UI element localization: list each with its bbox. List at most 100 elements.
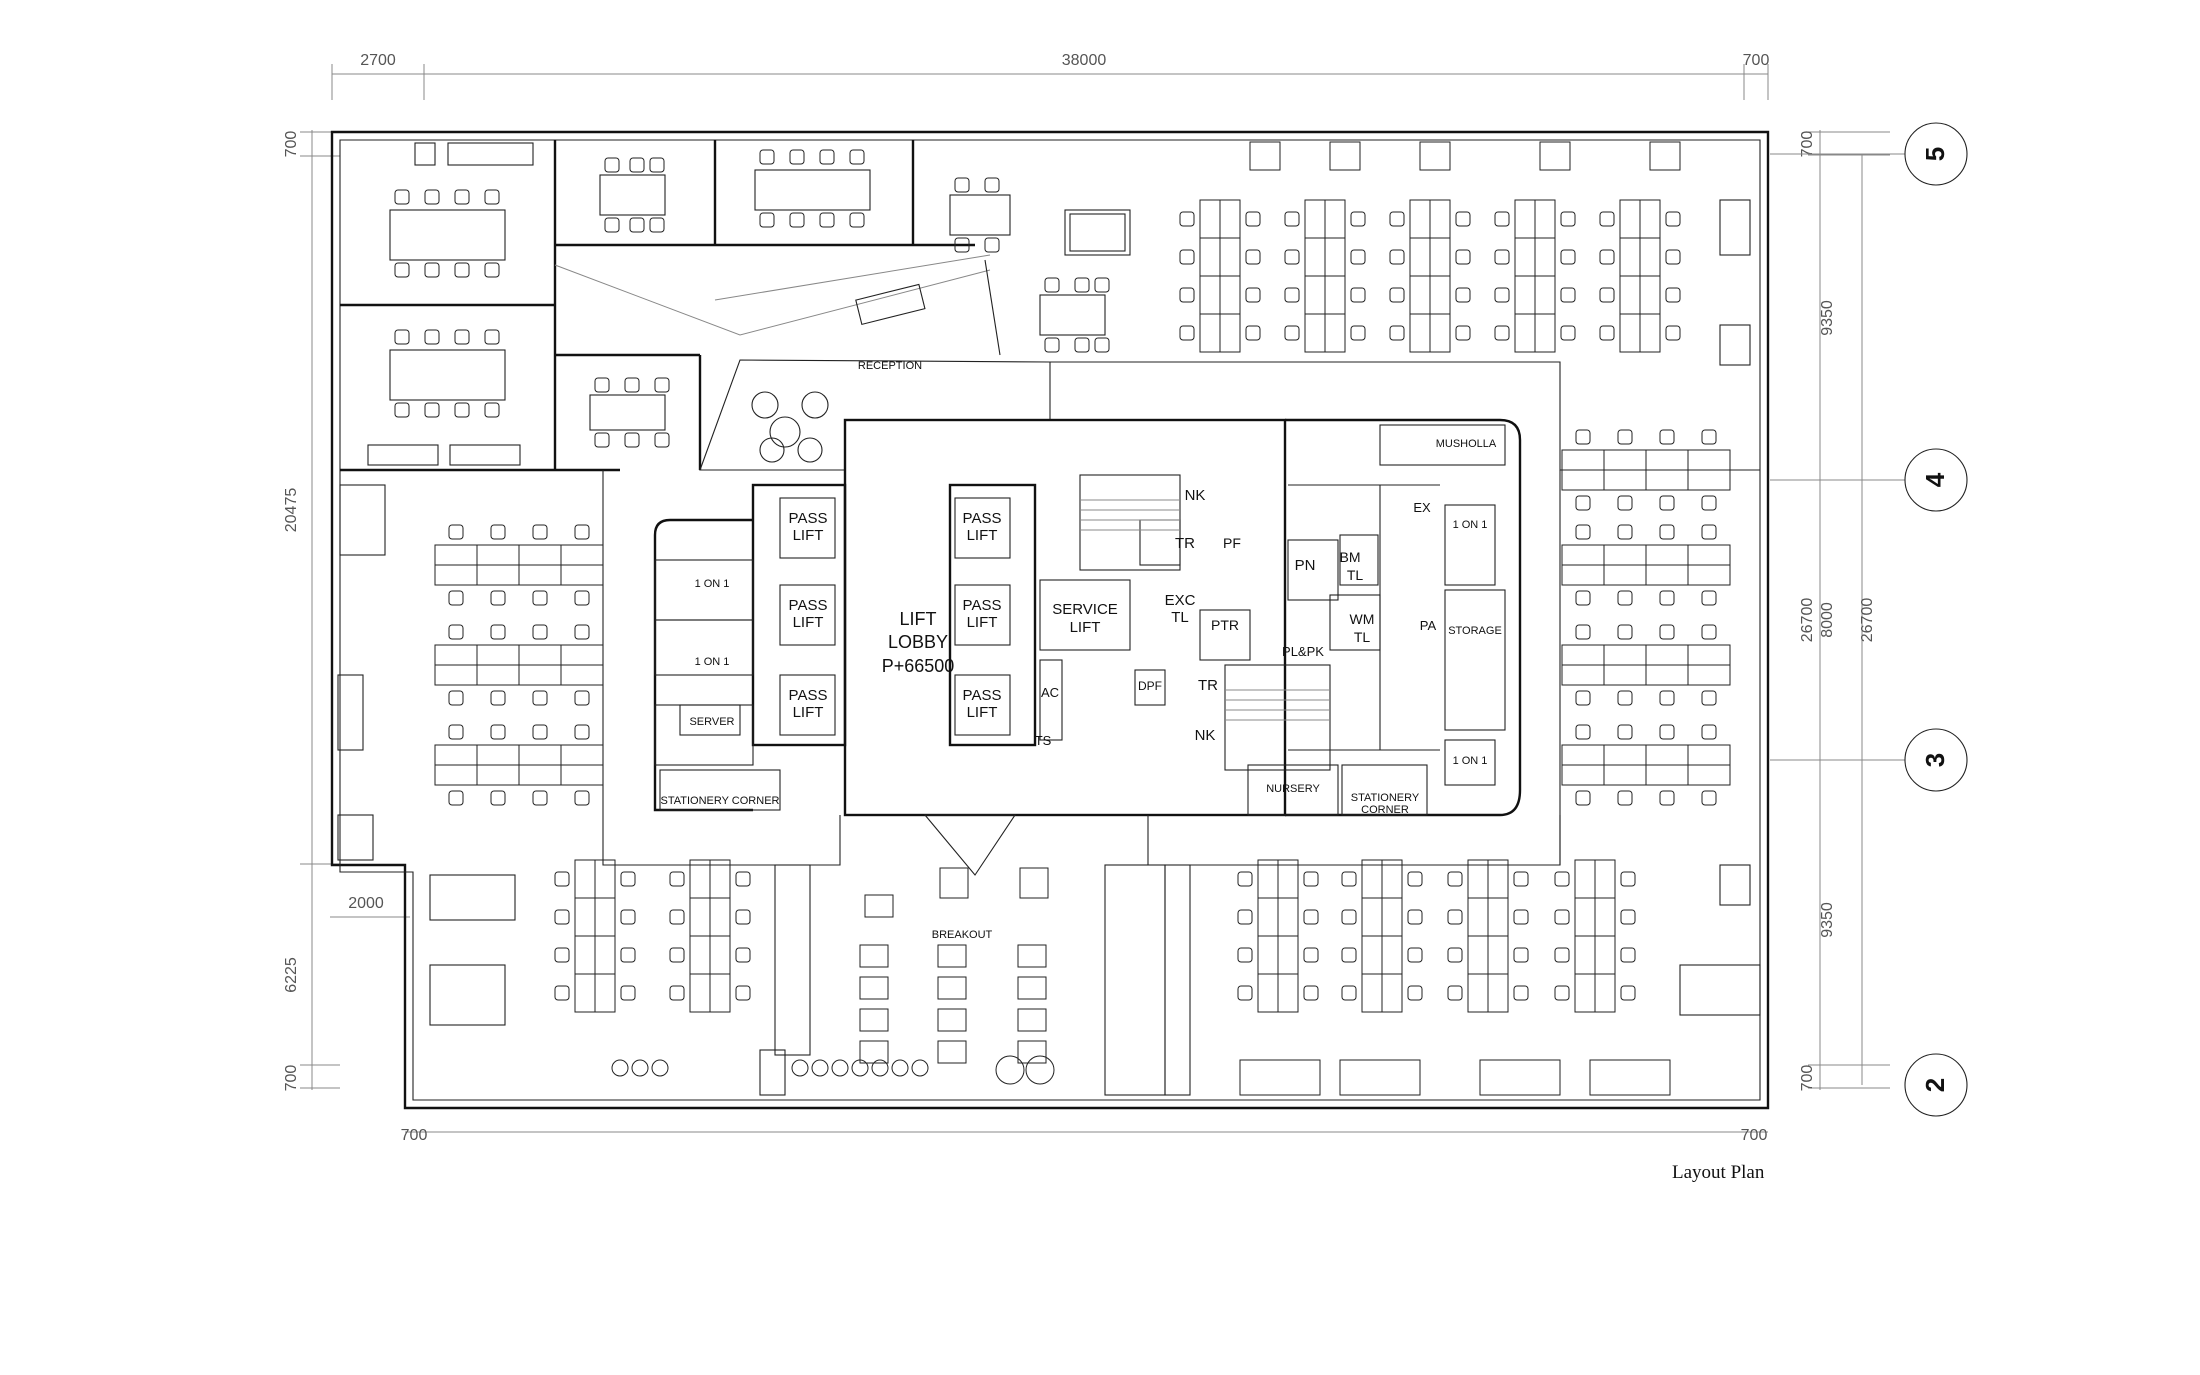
workstation-desk — [1219, 199, 1241, 239]
workstation-desk — [1304, 313, 1326, 353]
chair — [654, 377, 670, 393]
chair — [1617, 724, 1633, 740]
pass-lift-2a: PASS — [789, 597, 828, 614]
workstation-desk — [1361, 973, 1383, 1013]
chair — [1513, 985, 1529, 1001]
workstation-desk — [518, 544, 562, 566]
workstation-desk — [476, 664, 520, 686]
workstation-desk — [1409, 199, 1431, 239]
chair — [1407, 985, 1423, 1001]
chair — [1494, 287, 1510, 303]
chair — [1575, 724, 1591, 740]
grid-label-2: 2 — [1920, 1078, 1950, 1092]
dim-left-bottom: 700 — [283, 1065, 300, 1092]
workstation-desk — [1574, 973, 1596, 1013]
chair — [490, 524, 506, 540]
chair — [1599, 325, 1615, 341]
chair — [1617, 790, 1633, 806]
grid-marker-3 — [1904, 728, 1968, 792]
chair — [1560, 211, 1576, 227]
chair — [1575, 524, 1591, 540]
workstation-desk — [1304, 237, 1326, 277]
chair — [1494, 211, 1510, 227]
chair — [1350, 249, 1366, 265]
workstation-desk — [1561, 449, 1605, 471]
breakout-table — [859, 1040, 889, 1064]
chair — [424, 189, 440, 205]
label-exc-tl: TL — [1171, 609, 1189, 626]
chair — [735, 871, 751, 887]
workstation-desk — [1619, 237, 1641, 277]
label-1on1-right-a: 1 ON 1 — [1453, 519, 1488, 531]
label-tr-top: TR — [1175, 535, 1195, 552]
workstation-desk — [1219, 237, 1241, 277]
label-breakout: BREAKOUT — [932, 929, 993, 941]
chair — [490, 724, 506, 740]
service-lift-b: LIFT — [1070, 619, 1101, 636]
chair — [490, 690, 506, 706]
chair — [484, 402, 500, 418]
workstation-desk — [709, 859, 731, 899]
pass-lift-1b: LIFT — [793, 527, 824, 544]
chair — [594, 377, 610, 393]
workstation-desk — [1561, 744, 1605, 766]
workstation-desk — [560, 644, 604, 666]
chair — [604, 217, 620, 233]
chair — [759, 149, 775, 165]
chair — [1389, 249, 1405, 265]
workstation-desk — [434, 564, 478, 586]
chair — [984, 177, 1000, 193]
reception-lounge: RECEPTION — [751, 360, 922, 463]
chair — [454, 189, 470, 205]
workstation-desk — [709, 935, 731, 975]
label-pa: PA — [1420, 618, 1437, 633]
workstation-desk — [1381, 935, 1403, 975]
workstation-desk — [1645, 449, 1689, 471]
chair — [1447, 985, 1463, 1001]
chair — [620, 947, 636, 963]
chair — [594, 432, 610, 448]
chair — [1237, 947, 1253, 963]
workstation-desk — [518, 644, 562, 666]
workstation-desk — [1603, 644, 1647, 666]
chair — [1575, 495, 1591, 511]
chair — [1179, 287, 1195, 303]
workstation-desk — [1487, 897, 1509, 937]
chair — [1303, 947, 1319, 963]
workstation-desk — [1361, 859, 1383, 899]
label-server: SERVER — [689, 716, 734, 728]
label-1on1-left-a: 1 ON 1 — [695, 578, 730, 590]
dim-right-lower: 9350 — [1819, 902, 1836, 938]
grid-label-3: 3 — [1920, 753, 1950, 767]
workstation-desk — [560, 764, 604, 786]
workstation-desk — [1324, 275, 1346, 315]
chair — [1350, 211, 1366, 227]
chair — [1389, 325, 1405, 341]
chair — [669, 871, 685, 887]
workstation-desk — [1381, 973, 1403, 1013]
breakout-table — [937, 944, 967, 968]
dim-right-bottom: 700 — [1799, 1065, 1816, 1092]
chair — [1407, 947, 1423, 963]
chair — [424, 262, 440, 278]
chair — [1513, 909, 1529, 925]
workstation-desk — [1534, 199, 1556, 239]
chair — [1447, 871, 1463, 887]
chair — [1284, 211, 1300, 227]
workstation-desk — [1603, 744, 1647, 766]
workstation-desk — [1594, 859, 1616, 899]
chair — [1665, 211, 1681, 227]
chair — [1560, 325, 1576, 341]
workstation-desk — [1429, 237, 1451, 277]
chair — [1179, 249, 1195, 265]
workstation-desk — [1467, 859, 1489, 899]
workstation-desk — [1219, 313, 1241, 353]
workstation-desk — [1534, 313, 1556, 353]
pass-lift-5b: LIFT — [967, 614, 998, 631]
label-nk-top: NK — [1185, 487, 1206, 504]
workstation-desk — [476, 764, 520, 786]
round-stool — [911, 1059, 929, 1077]
dim-right-upper: 9350 — [1819, 300, 1836, 336]
chair — [1303, 909, 1319, 925]
